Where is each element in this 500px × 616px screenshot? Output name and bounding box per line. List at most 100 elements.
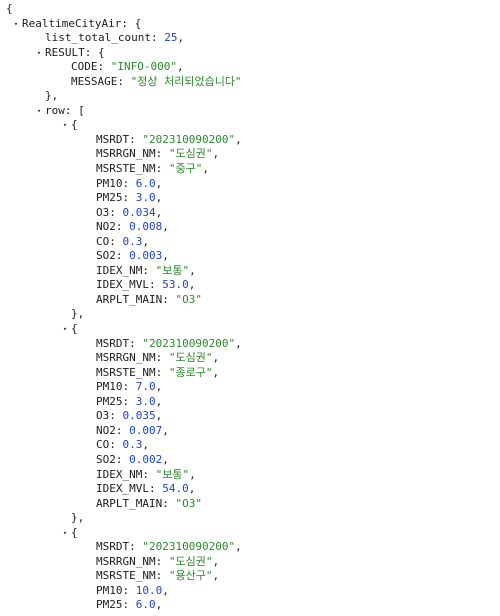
- json-punctuation: :: [129, 336, 143, 350]
- json-punctuation: :: [155, 162, 169, 176]
- json-string-value: "202310090200": [142, 132, 236, 146]
- json-line: MSRRGN_NM: "도심권",: [0, 147, 500, 162]
- json-key: MESSAGE: [71, 74, 118, 88]
- json-line: MSRSTE_NM: "용산구",: [0, 569, 500, 584]
- json-line: MSRSTE_NM: "종로구",: [0, 366, 500, 381]
- json-line: MSRDT: "202310090200",: [0, 337, 500, 352]
- json-line: IDEX_MVL: 53.0,: [0, 278, 500, 293]
- json-punctuation: ,: [212, 365, 220, 379]
- json-key: MSRDT: [96, 540, 130, 554]
- json-line[interactable]: ▾{: [0, 322, 500, 337]
- json-key: IDEX_NM: [96, 263, 143, 277]
- json-string-value: "202310090200": [142, 540, 236, 554]
- json-key: MSRSTE_NM: [96, 162, 156, 176]
- json-punctuation: :: [115, 423, 130, 437]
- json-string-value: "O3": [175, 292, 202, 306]
- json-punctuation: :: [142, 467, 156, 481]
- json-punctuation: ,: [188, 278, 196, 292]
- json-punctuation: ,: [235, 132, 242, 146]
- json-string-value: "도심권": [168, 351, 213, 365]
- json-string-value: "종로구": [168, 365, 213, 379]
- json-punctuation: ,: [189, 263, 196, 277]
- json-number-value: 0.003: [129, 249, 163, 263]
- json-key: MSRDT: [96, 336, 130, 350]
- json-punctuation: :: [122, 598, 136, 612]
- json-punctuation: :: [155, 569, 169, 583]
- json-line: CO: 0.3,: [0, 235, 500, 250]
- collapse-toggle-icon[interactable]: ▾: [13, 19, 19, 28]
- collapse-toggle-icon[interactable]: ▾: [62, 528, 68, 537]
- json-line: MSRDT: "202310090200",: [0, 133, 500, 148]
- collapse-toggle-icon[interactable]: ▾: [62, 121, 68, 130]
- json-punctuation: :: [109, 205, 123, 219]
- json-punctuation: ,: [162, 452, 169, 466]
- json-line: O3: 0.035,: [0, 409, 500, 424]
- json-key: PM10: [96, 380, 123, 394]
- json-punctuation: ,: [177, 31, 185, 45]
- json-key: NO2: [96, 423, 116, 437]
- json-punctuation: :: [150, 31, 165, 45]
- json-key: PM25: [96, 598, 123, 612]
- json-line: CODE: "INFO-000",: [0, 60, 500, 75]
- json-number-value: 25: [164, 31, 178, 45]
- json-key: IDEX_MVL: [96, 482, 149, 496]
- json-line: PM25: 3.0,: [0, 395, 500, 410]
- json-punctuation: },: [71, 511, 85, 525]
- json-line[interactable]: ▾{: [0, 118, 500, 133]
- json-line[interactable]: ▾row: [: [0, 104, 500, 119]
- json-key: CO: [96, 234, 110, 248]
- json-punctuation: ,: [155, 205, 163, 219]
- json-key: IDEX_NM: [96, 467, 143, 481]
- json-punctuation: :: [122, 176, 136, 190]
- collapse-toggle-icon[interactable]: ▾: [62, 325, 68, 334]
- json-number-value: 6.0: [135, 176, 156, 190]
- json-string-value: "보통": [155, 467, 190, 481]
- json-punctuation: ,: [212, 569, 220, 583]
- json-punctuation: :: [117, 74, 131, 88]
- json-number-value: 3.0: [135, 191, 156, 205]
- json-string-value: "도심권": [168, 554, 213, 568]
- json-punctuation: :: [162, 292, 176, 306]
- json-key: MSRRGN_NM: [96, 147, 156, 161]
- json-key: list_total_count: [45, 31, 151, 45]
- json-line: NO2: 0.008,: [0, 220, 500, 235]
- json-punctuation: ,: [155, 191, 163, 205]
- json-string-value: "정상 처리되었습니다": [130, 74, 242, 88]
- json-punctuation: :: [142, 263, 156, 277]
- json-line[interactable]: ▾RESULT: {: [0, 46, 500, 61]
- json-punctuation: : [: [64, 103, 85, 117]
- json-key: ARPLT_MAIN: [96, 496, 163, 510]
- json-line[interactable]: ▾{: [0, 526, 500, 541]
- json-key: MSRSTE_NM: [96, 569, 156, 583]
- json-punctuation: {: [71, 525, 78, 539]
- json-key: CO: [96, 438, 110, 452]
- json-string-value: "용산구": [168, 569, 213, 583]
- json-punctuation: :: [162, 496, 176, 510]
- json-punctuation: ,: [212, 147, 220, 161]
- json-line: SO2: 0.002,: [0, 453, 500, 468]
- json-punctuation: :: [115, 452, 130, 466]
- json-line: IDEX_NM: "보통",: [0, 264, 500, 279]
- json-string-value: "O3": [175, 496, 202, 510]
- json-line: PM10: 7.0,: [0, 380, 500, 395]
- json-line: MSRSTE_NM: "중구",: [0, 162, 500, 177]
- collapse-toggle-icon[interactable]: ▾: [36, 48, 42, 57]
- json-number-value: 10.0: [135, 583, 163, 597]
- json-punctuation: ,: [188, 482, 196, 496]
- json-punctuation: ,: [155, 176, 163, 190]
- json-number-value: 54.0: [162, 482, 189, 496]
- collapse-toggle-icon[interactable]: ▾: [36, 106, 42, 115]
- json-key: RESULT: [45, 45, 85, 59]
- json-key: PM25: [96, 394, 123, 408]
- json-line: MSRRGN_NM: "도심권",: [0, 351, 500, 366]
- json-number-value: 0.3: [122, 438, 143, 452]
- json-line: O3: 0.034,: [0, 206, 500, 221]
- json-key: MSRDT: [96, 132, 130, 146]
- json-punctuation: ,: [162, 583, 169, 597]
- json-punctuation: ,: [235, 540, 242, 554]
- json-punctuation: },: [45, 89, 59, 103]
- json-punctuation: {: [71, 322, 78, 336]
- json-key: MSRRGN_NM: [96, 554, 156, 568]
- json-punctuation: :: [155, 365, 169, 379]
- json-line[interactable]: ▾RealtimeCityAir: {: [0, 17, 500, 32]
